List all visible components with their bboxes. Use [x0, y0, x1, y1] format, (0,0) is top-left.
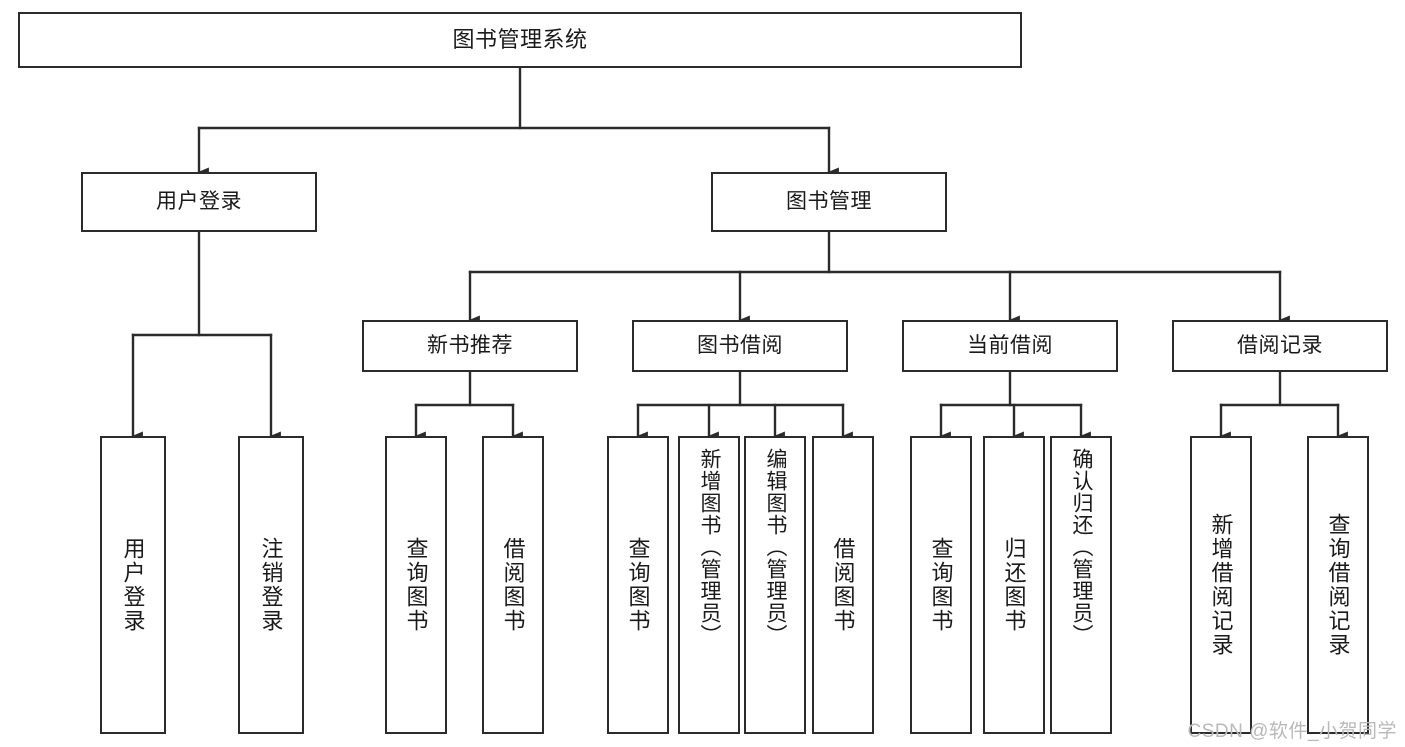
- connector-wires: [131, 66, 1348, 441]
- node-label-loan-record: 借阅记录: [1237, 333, 1323, 357]
- node-user-login[interactable]: 用户登录: [81, 172, 317, 232]
- node-label-book-manage: 图书管理: [786, 189, 872, 213]
- node-current-loan[interactable]: 当前借阅: [902, 320, 1118, 372]
- node-leaf-query-book-2[interactable]: 查询图书: [607, 436, 669, 734]
- node-leaf-user-logout[interactable]: 注销登录: [238, 436, 304, 734]
- node-leaf-query-book-1[interactable]: 查询图书: [385, 436, 447, 734]
- node-label-current-loan: 当前借阅: [967, 333, 1053, 357]
- node-label-leaf-confirm-return: 确认归还（管理员）: [1070, 448, 1094, 646]
- node-label-leaf-borrow-book-1: 借阅图书: [500, 537, 526, 633]
- node-label-leaf-query-book-2: 查询图书: [625, 537, 651, 633]
- node-label-new-book-rec: 新书推荐: [427, 333, 513, 357]
- node-leaf-query-record[interactable]: 查询借阅记录: [1307, 436, 1369, 734]
- node-leaf-borrow-book-1[interactable]: 借阅图书: [482, 436, 544, 734]
- node-leaf-borrow-book-2[interactable]: 借阅图书: [812, 436, 874, 734]
- node-label-leaf-edit-book: 编辑图书（管理员）: [764, 448, 788, 646]
- node-book-manage[interactable]: 图书管理: [711, 172, 947, 232]
- node-label-leaf-query-record: 查询借阅记录: [1325, 513, 1351, 657]
- node-label-leaf-add-record: 新增借阅记录: [1208, 513, 1234, 657]
- node-label-leaf-user-logout: 注销登录: [258, 537, 284, 633]
- node-label-leaf-query-book-3: 查询图书: [928, 537, 954, 633]
- node-label-leaf-add-book: 新增图书（管理员）: [698, 448, 722, 646]
- node-leaf-user-login[interactable]: 用户登录: [100, 436, 166, 734]
- node-label-leaf-user-login: 用户登录: [120, 537, 146, 633]
- node-leaf-edit-book[interactable]: 编辑图书（管理员）: [744, 436, 806, 734]
- node-book-borrow[interactable]: 图书借阅: [632, 320, 848, 372]
- watermark-label: CSDN @软件_小贺同学: [1187, 721, 1397, 742]
- node-leaf-query-book-3[interactable]: 查询图书: [910, 436, 972, 734]
- node-label-leaf-return-book: 归还图书: [1001, 537, 1027, 633]
- node-label-root: 图书管理系统: [452, 27, 588, 53]
- node-leaf-add-book[interactable]: 新增图书（管理员）: [678, 436, 740, 734]
- node-label-leaf-query-book-1: 查询图书: [403, 537, 429, 633]
- node-label-user-login: 用户登录: [156, 189, 242, 213]
- node-label-book-borrow: 图书借阅: [697, 333, 783, 357]
- node-root[interactable]: 图书管理系统: [18, 12, 1022, 68]
- node-loan-record[interactable]: 借阅记录: [1172, 320, 1388, 372]
- node-leaf-return-book[interactable]: 归还图书: [983, 436, 1045, 734]
- node-label-leaf-borrow-book-2: 借阅图书: [830, 537, 856, 633]
- node-new-book-rec[interactable]: 新书推荐: [362, 320, 578, 372]
- node-leaf-confirm-return[interactable]: 确认归还（管理员）: [1050, 436, 1112, 734]
- node-leaf-add-record[interactable]: 新增借阅记录: [1190, 436, 1252, 734]
